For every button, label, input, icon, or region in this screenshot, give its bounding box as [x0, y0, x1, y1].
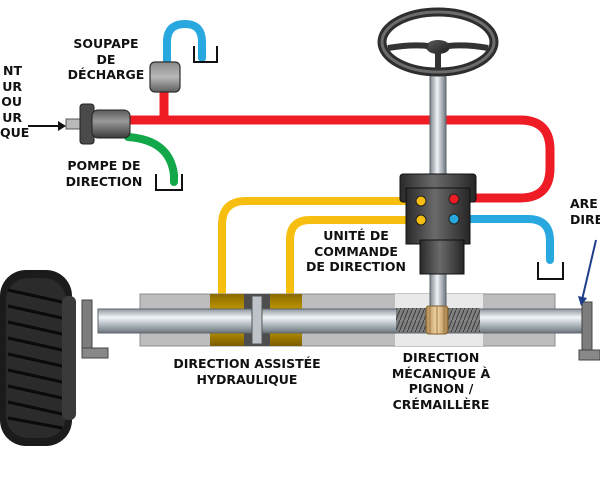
label-steering-unit: UNITÉ DE COMMANDE DE DIRECTION — [306, 228, 406, 274]
reservoir-icon — [537, 262, 564, 280]
steering-control-unit — [399, 173, 477, 275]
pressure-line — [128, 92, 555, 203]
pinion-gear — [425, 305, 449, 335]
tire-icon — [0, 270, 76, 446]
rack-rod — [97, 295, 585, 345]
label-mechanical-steering: DIRECTION MÉCANIQUE À PIGNON / CRÉMAILLÈ… — [391, 350, 491, 412]
arrow-right-icon — [28, 121, 66, 131]
relief-valve — [149, 61, 181, 93]
tie-rod-left — [81, 299, 109, 359]
label-relief-valve: SOUPAPE DE DÉCHARGE — [67, 36, 145, 82]
label-hydraulic-assist: DIRECTION ASSISTÉE HYDRAULIQUE — [173, 356, 321, 387]
label-steering-pump: POMPE DE DIRECTION — [65, 158, 143, 189]
assist-lines — [218, 197, 416, 298]
label-left-source: NT UR OU UR QUE — [0, 63, 30, 140]
label-right-shaft: ARE DIRE — [570, 196, 600, 227]
steering-pump — [65, 103, 131, 145]
steering-column — [429, 71, 447, 313]
pump-return-line — [124, 133, 178, 186]
relief-return-line — [163, 19, 206, 68]
reservoir-icon — [155, 174, 183, 191]
return-line — [452, 215, 554, 264]
arrow-right-icon — [578, 239, 597, 306]
steering-wheel-icon — [377, 7, 499, 77]
tie-rod-right — [578, 301, 600, 361]
reservoir-icon — [193, 46, 218, 63]
